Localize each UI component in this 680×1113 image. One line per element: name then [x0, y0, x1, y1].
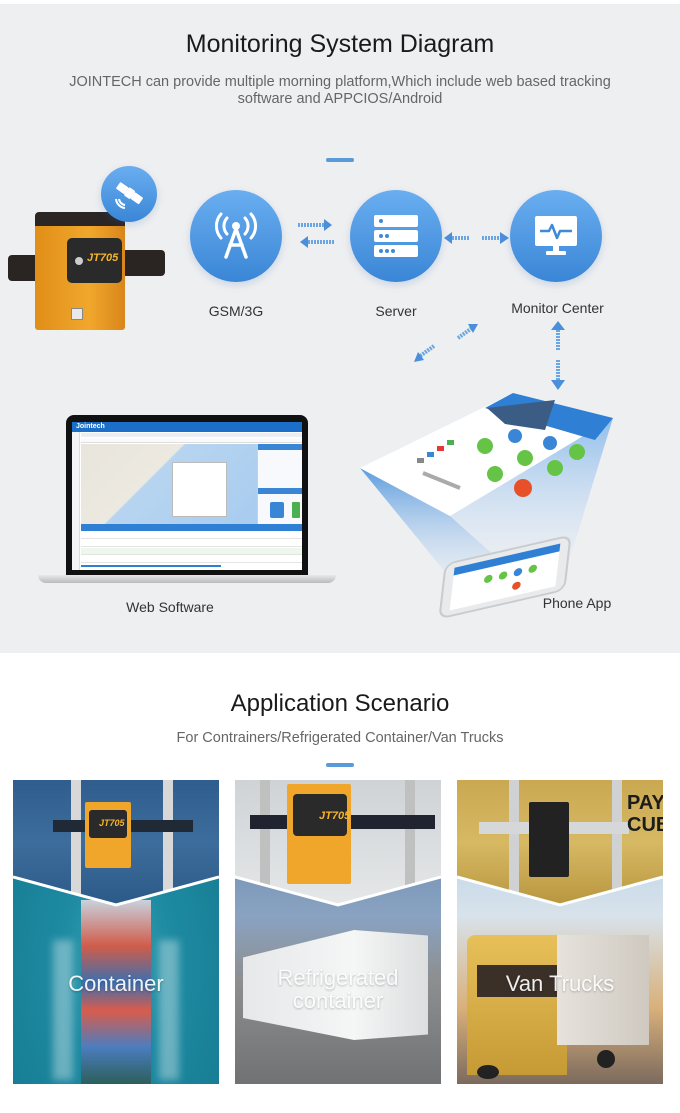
screen-table-header — [81, 524, 302, 531]
reefer-container-photo — [235, 877, 441, 1084]
scenario-card-van-trucks: PAYLCUB. Van Trucks — [457, 780, 663, 1084]
bidirectional-arrow-server-web — [414, 324, 478, 362]
scenario-divider-dash — [326, 763, 354, 767]
monitoring-title: Monitoring System Diagram — [185, 30, 495, 58]
section-divider-dash — [326, 158, 354, 162]
bidirectional-arrow-server-monitor — [444, 232, 509, 244]
screen-sidebar — [72, 432, 80, 570]
scenario-subtitle: For Contrainers/Refrigerated Container/V… — [176, 730, 504, 746]
monitoring-subtitle-line2: software and APPCIOS/Android — [237, 91, 443, 107]
scenario-card-refrigerated: JT705 Refrigerated container — [235, 780, 441, 1084]
device-model-label: JT705 — [319, 810, 351, 822]
device-qr-code — [71, 308, 83, 320]
satellite-icon — [115, 182, 143, 209]
cell-tower-icon — [214, 212, 258, 259]
screen-map-popup — [172, 462, 227, 517]
scenario-title: Application Scenario — [230, 690, 450, 717]
monitor-center-label: Monitor Center — [511, 300, 604, 316]
server-node — [350, 190, 442, 282]
screen-table-row — [81, 540, 302, 547]
screen-header-bar — [72, 422, 302, 432]
screen-logo: Jointech — [76, 423, 105, 430]
container-ship-photo — [13, 877, 219, 1084]
van-truck-photo — [457, 877, 663, 1084]
screen-toolbar — [81, 438, 302, 443]
screen-map — [81, 444, 257, 524]
top-border — [0, 0, 680, 4]
device-model-label: JT705 — [99, 818, 125, 828]
monitor-pulse-icon — [535, 216, 577, 255]
screen-table-row — [81, 556, 302, 563]
device-model-label: JT705 — [87, 252, 119, 264]
gsm-node — [190, 190, 282, 282]
laptop-base — [38, 575, 336, 583]
monitor-center-node — [510, 190, 602, 282]
screen-tabs — [81, 433, 302, 437]
satellite-node — [101, 166, 157, 222]
server-label: Server — [375, 303, 417, 319]
server-icon — [374, 215, 418, 257]
card-label-van-trucks: Van Trucks — [505, 971, 615, 996]
device-button — [75, 257, 83, 265]
jt705-device-image: JT705 — [5, 210, 165, 335]
scenario-card-container: JT705 Container — [13, 780, 219, 1084]
web-software-label: Web Software — [126, 599, 214, 615]
screen-table-row — [81, 532, 302, 539]
screen-scrollbar — [81, 565, 221, 567]
device-cap — [35, 212, 125, 226]
screen-info-panel — [257, 444, 302, 524]
monitoring-section: Monitoring System Diagram JOINTECH can p… — [0, 0, 680, 653]
bidirectional-arrow-monitor-phone — [551, 321, 565, 390]
card-label-container: Container — [68, 971, 164, 996]
phone-app-label: Phone App — [542, 595, 612, 611]
web-software-screen: Jointech — [72, 422, 302, 570]
card-label-refrigerated-line1: Refrigerated — [277, 965, 399, 990]
bidirectional-arrow-gsm-server — [298, 219, 334, 248]
phone-app-projection — [360, 393, 613, 583]
screen-table-row — [81, 548, 302, 555]
container-marking: PAYLCUB. — [627, 792, 663, 836]
monitoring-subtitle-line1: JOINTECH can provide multiple morning pl… — [69, 74, 611, 90]
gsm-label: GSM/3G — [208, 303, 264, 319]
card-label-refrigerated-line2: container — [292, 988, 384, 1013]
